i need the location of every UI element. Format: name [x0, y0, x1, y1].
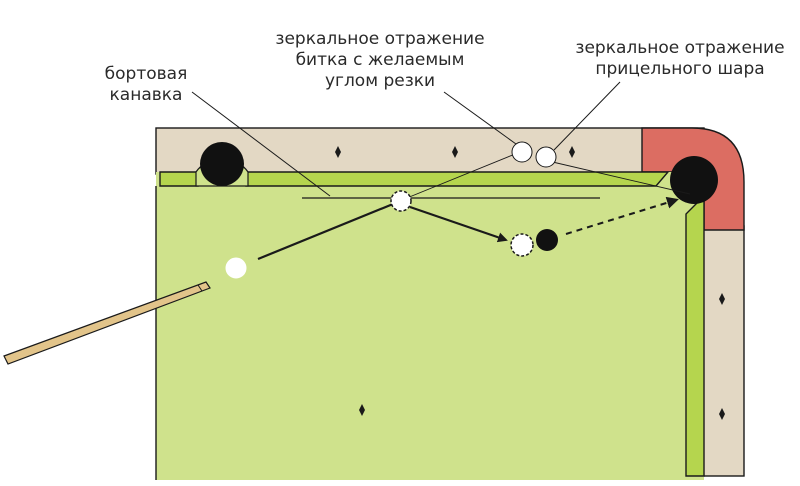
leader-cue-reflection	[443, 91, 517, 145]
label-cue-reflection: зеркальное отражение битка с желаемым уг…	[262, 29, 498, 92]
label-object-reflection: зеркальное отражение прицельного шара	[562, 38, 798, 80]
leader-rail-groove	[191, 91, 331, 197]
cue-ball-path-in	[257, 202, 394, 261]
label-rail-groove-line-1: бортовая	[104, 64, 188, 84]
side-pocket	[195, 142, 249, 187]
leader-object-reflection	[553, 81, 621, 151]
reflection-line-object	[543, 159, 691, 195]
label-cue-reflection-line-1: зеркальное отражение	[275, 29, 485, 49]
rail-diamonds-right	[719, 293, 725, 420]
label-object-reflection-line-2: прицельного шара	[595, 59, 765, 79]
right-rail	[701, 225, 745, 477]
right-cushion	[685, 194, 705, 477]
object-ball-path	[565, 196, 679, 235]
object-ball-reflection	[535, 146, 557, 168]
reflection-line-cue	[401, 151, 521, 201]
label-rail-groove: бортовая канавка	[98, 64, 194, 106]
cue-ball-path-out	[409, 205, 508, 243]
object-contact-ghost-ball	[510, 233, 534, 257]
label-object-reflection-line-1: зеркальное отражение	[575, 38, 785, 58]
cushion-contact-ghost-ball	[390, 190, 412, 212]
label-cue-reflection-line-3: углом резки	[324, 71, 436, 91]
rail-diamonds-top	[335, 146, 575, 158]
center-spot	[359, 404, 365, 416]
table-cloth	[156, 172, 704, 480]
object-ball	[536, 229, 558, 251]
label-cue-reflection-line-2: битка с желаемым	[295, 50, 465, 70]
label-rail-groove-line-2: канавка	[109, 85, 183, 105]
cue-ball	[224, 256, 248, 280]
corner-pocket	[670, 156, 718, 204]
cue-stick	[3, 281, 211, 365]
top-rail	[155, 127, 705, 175]
cue-ball-reflection	[511, 141, 533, 163]
top-cushion	[159, 171, 199, 187]
